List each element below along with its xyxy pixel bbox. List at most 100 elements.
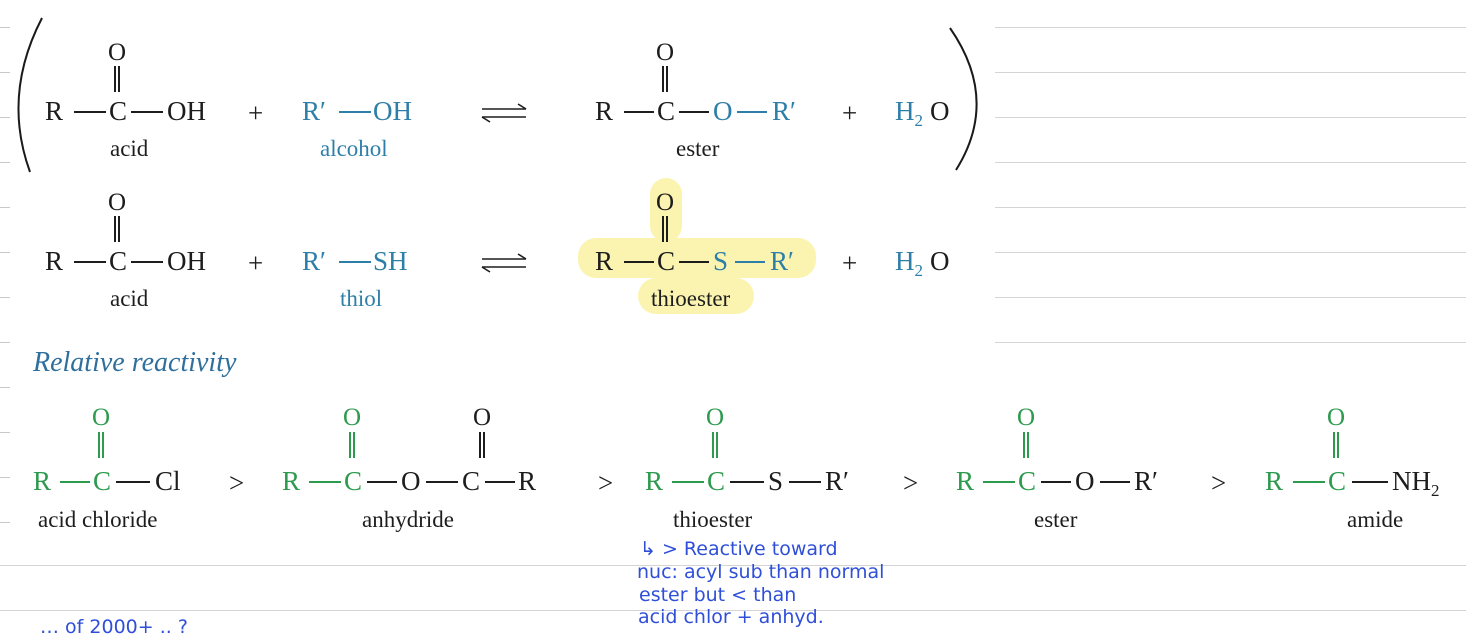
amide-o: O xyxy=(1327,404,1346,431)
ester-c: C xyxy=(1018,466,1037,496)
ruled-line xyxy=(995,207,1466,208)
double-bond xyxy=(662,216,668,242)
ruled-line xyxy=(995,162,1466,163)
double-bond xyxy=(349,432,355,458)
alcohol-r-prime: R′ xyxy=(302,96,326,126)
anhydride-r: R xyxy=(282,466,301,496)
ester-r: R xyxy=(956,466,975,496)
thioester-c: C xyxy=(657,246,676,276)
ruled-tick xyxy=(0,117,10,118)
plus-sign: + xyxy=(842,98,858,128)
bond xyxy=(367,481,397,483)
bond xyxy=(485,481,515,483)
acid-chloride-label: acid chloride xyxy=(38,507,158,532)
bond xyxy=(339,261,371,263)
ruled-tick xyxy=(0,27,10,28)
relative-reactivity-heading: Relative reactivity xyxy=(33,347,237,378)
water-h: H2 xyxy=(895,246,923,280)
ester-r: R xyxy=(595,96,614,126)
bond xyxy=(730,481,764,483)
bond xyxy=(624,111,654,113)
acid-oh: OH xyxy=(167,246,206,276)
thioester-r: R xyxy=(645,466,664,496)
acid-label: acid xyxy=(110,136,149,161)
bond xyxy=(679,261,709,263)
thioester-s: S xyxy=(768,466,784,496)
ruled-tick xyxy=(0,477,10,478)
amide-nh2: NH2 xyxy=(1392,466,1440,500)
amide-c: C xyxy=(1328,466,1347,496)
bond xyxy=(1352,481,1388,483)
acid-carbonyl-o: O xyxy=(108,189,127,216)
note-line: ester but < than xyxy=(639,584,797,606)
plus-sign: + xyxy=(248,98,264,128)
bond xyxy=(131,261,163,263)
water-o: O xyxy=(930,96,950,126)
thiol-label: thiol xyxy=(340,286,383,311)
acid-carbonyl-o: O xyxy=(108,39,127,66)
ruled-tick xyxy=(0,207,10,208)
greater-than: > xyxy=(229,468,245,498)
equilibrium-arrow xyxy=(481,253,527,273)
anhydride-r2: R xyxy=(518,466,537,496)
handwritten-bottom-note: … of 2000+ .. ? xyxy=(40,616,188,638)
bond xyxy=(735,261,765,263)
thiol-r-prime: R′ xyxy=(302,246,326,276)
equilibrium-arrow xyxy=(481,103,527,123)
bond xyxy=(74,111,106,113)
ruled-tick xyxy=(0,432,10,433)
note-line: acid chlor + anhyd. xyxy=(638,606,824,628)
alcohol-oh: OH xyxy=(373,96,412,126)
ruled-line xyxy=(0,565,1466,566)
ruled-tick xyxy=(0,162,10,163)
ester-label: ester xyxy=(676,136,720,161)
ester-o: O xyxy=(713,96,733,126)
anhydride-c1: C xyxy=(344,466,363,496)
acid-chloride-c: C xyxy=(93,466,112,496)
acid-chloride-cl: Cl xyxy=(155,466,181,496)
ester-r-prime: R′ xyxy=(1134,466,1158,496)
amide-label: amide xyxy=(1347,507,1404,532)
double-bond xyxy=(1023,432,1029,458)
plus-sign: + xyxy=(248,248,264,278)
bond xyxy=(679,111,709,113)
ruled-line xyxy=(995,72,1466,73)
thioester-s: S xyxy=(713,246,729,276)
ester-c: C xyxy=(657,96,676,126)
thioester-highlight xyxy=(578,238,816,278)
ruled-tick xyxy=(0,387,10,388)
thioester-label: thioester xyxy=(651,286,731,311)
anhydride-label: anhydride xyxy=(362,507,454,532)
right-parenthesis xyxy=(949,27,978,171)
anhydride-o1: O xyxy=(343,404,362,431)
thiol-sh: SH xyxy=(373,246,408,276)
double-bond xyxy=(479,432,485,458)
alcohol-label: alcohol xyxy=(320,136,388,161)
thioester-carbonyl-o: O xyxy=(656,189,675,216)
double-bond xyxy=(712,432,718,458)
bond xyxy=(1041,481,1071,483)
plus-sign: + xyxy=(842,248,858,278)
bond xyxy=(60,481,90,483)
ruled-line xyxy=(995,252,1466,253)
double-bond xyxy=(98,432,104,458)
thioester-label: thioester xyxy=(673,507,753,532)
bond xyxy=(309,481,341,483)
bond xyxy=(74,261,106,263)
ruled-tick xyxy=(0,522,10,523)
bond xyxy=(672,481,704,483)
bond xyxy=(1100,481,1130,483)
note-line: ↳ > Reactive toward xyxy=(640,538,838,560)
double-bond xyxy=(114,216,120,242)
water-h: H2 xyxy=(895,96,923,130)
greater-than: > xyxy=(598,468,614,498)
ruled-tick xyxy=(0,72,10,73)
bond xyxy=(426,481,458,483)
ruled-line xyxy=(995,342,1466,343)
acid-c: C xyxy=(109,246,128,276)
ester-bridge-o: O xyxy=(1075,466,1095,496)
bond xyxy=(983,481,1015,483)
thioester-r: R xyxy=(595,246,614,276)
acid-r: R xyxy=(45,246,64,276)
